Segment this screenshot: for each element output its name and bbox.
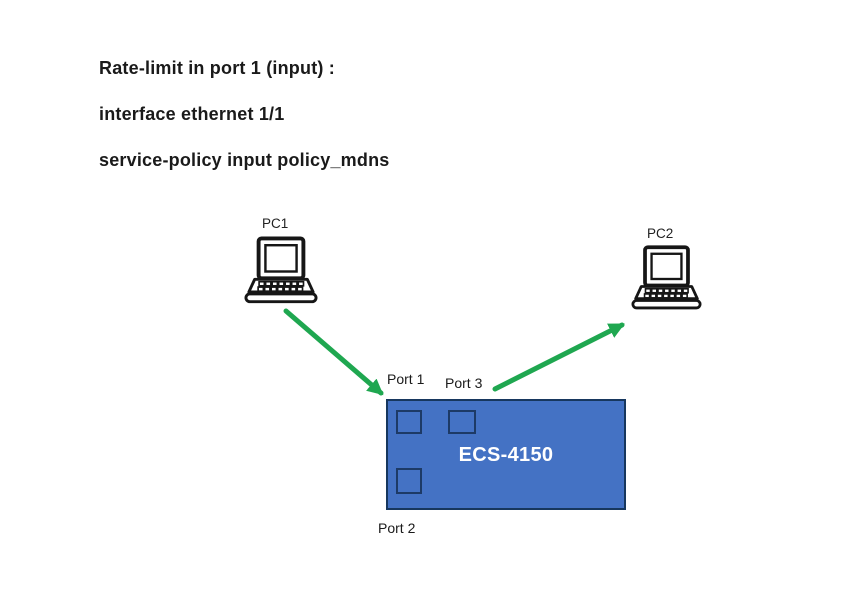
arrow-pc1-to-port1: [283, 308, 384, 396]
arrow-port3-to-pc2: [492, 322, 625, 392]
config-line-service-policy: service-policy input policy_mdns: [99, 150, 390, 170]
port1-label: Port 1: [387, 371, 425, 387]
port3-square: [448, 410, 476, 434]
port2-label: Port 2: [378, 520, 416, 536]
config-line-interface: interface ethernet 1/1: [99, 104, 285, 124]
port3-label: Port 3: [445, 375, 483, 391]
config-line-rate-limit: Rate-limit in port 1 (input) :: [99, 58, 335, 78]
pc1-label: PC1: [262, 216, 289, 231]
switch-name: ECS-4150: [458, 444, 554, 466]
switch-ecs4150: ECS-4150: [386, 399, 626, 510]
pc2-label: PC2: [647, 226, 674, 241]
port2-square: [396, 468, 422, 494]
pc1-laptop-icon: [244, 236, 318, 304]
port1-square: [396, 410, 422, 434]
pc2-laptop-icon: [631, 245, 702, 310]
